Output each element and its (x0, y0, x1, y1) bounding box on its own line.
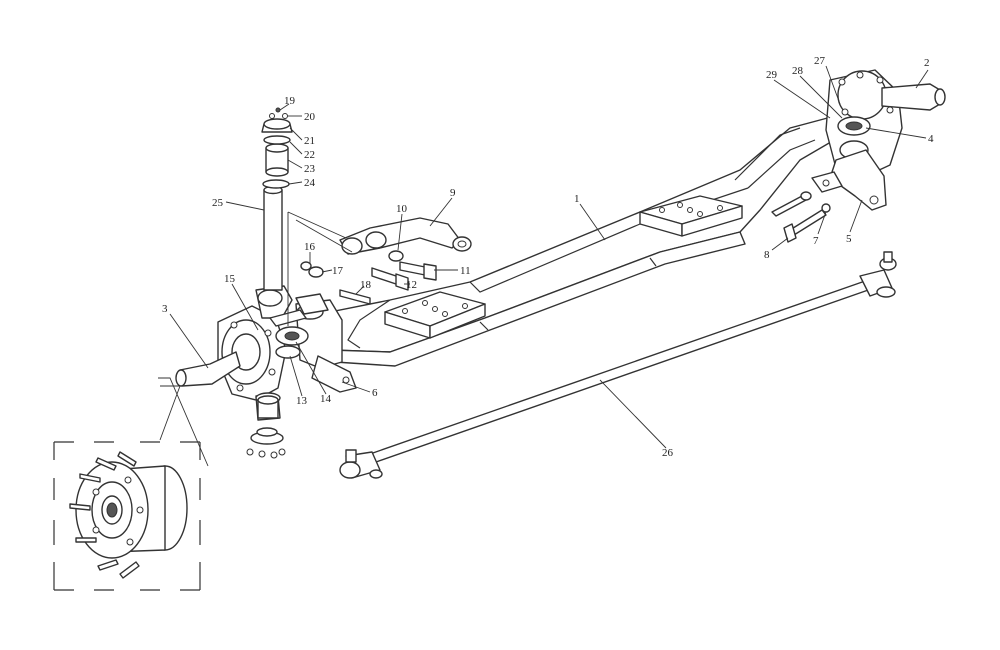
callout-11: 11 (460, 265, 471, 277)
callout-19: 19 (284, 95, 296, 107)
leader-lines (158, 65, 929, 467)
tie-rod-arm (339, 217, 472, 255)
callout-26: 26 (662, 447, 674, 459)
callout-1: 1 (574, 193, 580, 205)
callout-18: 18 (360, 279, 372, 291)
callout-9: 9 (450, 187, 456, 199)
callout-21: 21 (304, 135, 315, 147)
right-bolts (771, 191, 831, 243)
callout-25: 25 (212, 197, 224, 209)
kingpin-stack (261, 107, 293, 291)
callout-5: 5 (846, 233, 852, 245)
spring-pad-right (639, 195, 743, 237)
callout-13: 13 (296, 395, 308, 407)
spring-pad-left (384, 291, 486, 339)
callout-29: 29 (766, 69, 778, 81)
callout-23: 23 (304, 163, 316, 175)
callout-14: 14 (320, 393, 332, 405)
callout-7: 7 (813, 235, 819, 247)
tie-rod (339, 251, 897, 479)
callout-3: 3 (162, 303, 168, 315)
callout-10: 10 (396, 203, 408, 215)
callout-24: 24 (304, 177, 316, 189)
right-steering-arm (811, 149, 887, 211)
callout-4: 4 (928, 133, 934, 145)
callout-17: 17 (332, 265, 344, 277)
callout-15: 15 (224, 273, 236, 285)
lower-bearing (257, 395, 279, 419)
arm-bolts (295, 250, 437, 315)
lower-kingpin-parts (246, 427, 286, 459)
callout-12: 12 (406, 279, 417, 291)
callout-6: 6 (372, 387, 378, 399)
wheel-hub-inset (53, 441, 201, 591)
left-steering-knuckle (175, 285, 293, 421)
callout-27: 27 (814, 55, 826, 67)
callout-22: 22 (304, 149, 315, 161)
callout-8: 8 (764, 249, 770, 261)
callout-16: 16 (304, 241, 316, 253)
callout-20: 20 (304, 111, 316, 123)
callout-28: 28 (792, 65, 804, 77)
right-steering-knuckle (825, 69, 946, 179)
callout-2: 2 (924, 57, 930, 69)
callout-labels: 1 2 3 4 5 6 7 8 9 10 11 12 13 14 15 16 1… (162, 55, 934, 459)
